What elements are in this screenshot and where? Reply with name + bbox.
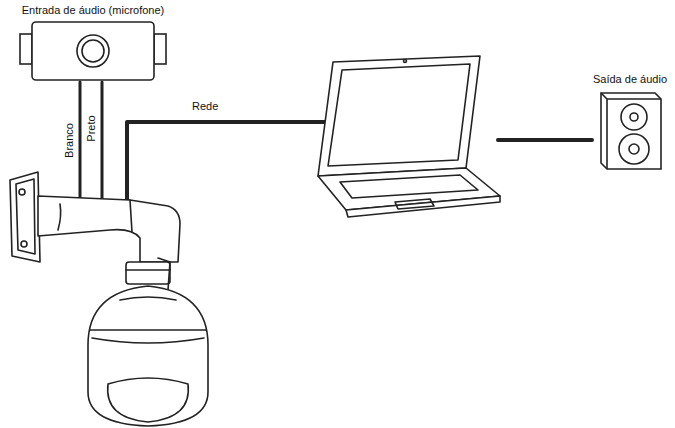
microphone-box: Entrada de áudio (microfone): [18, 3, 168, 82]
node-heading: Saída de áudio: [593, 72, 667, 89]
laptop-computer: [318, 56, 500, 217]
wire-color-label: Branco: [62, 122, 75, 159]
wire-color-label: Preto: [85, 114, 98, 142]
audio-cable: [498, 138, 592, 142]
white-wire: [79, 82, 82, 200]
speaker-outline: [595, 89, 665, 173]
speaker-box: Saída de áudio: [593, 72, 667, 173]
speaker-drawing: [595, 89, 665, 173]
wall-mount: [10, 172, 180, 290]
node-heading: Entrada de áudio (microfone): [22, 3, 164, 20]
cable-label: Rede: [191, 100, 219, 113]
mic-drawing: [18, 20, 168, 82]
mic-outline: [18, 20, 168, 82]
black-wire: [101, 82, 104, 200]
ptz-dome-camera: [88, 286, 208, 426]
network-cable: [127, 122, 335, 200]
